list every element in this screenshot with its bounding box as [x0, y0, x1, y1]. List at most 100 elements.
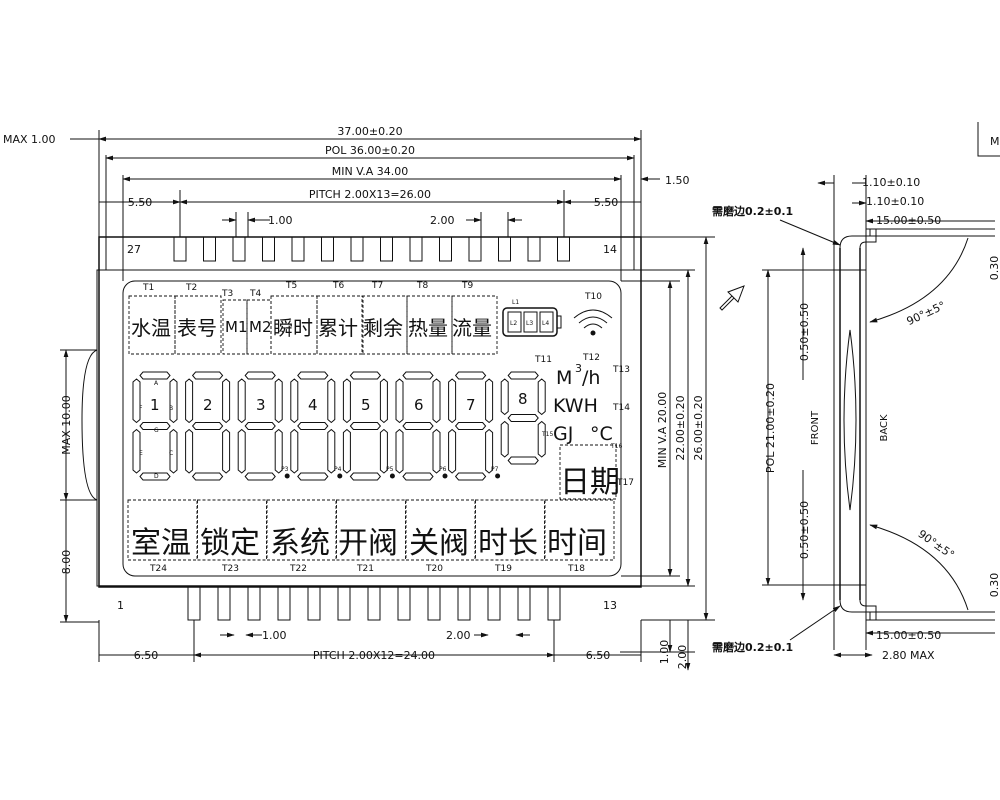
dim-left-height: 8.00: [60, 550, 73, 575]
segment: [191, 472, 224, 481]
segment: [454, 371, 487, 380]
segment: [237, 428, 246, 474]
unit-m3h-sup: 3: [575, 362, 582, 375]
char-m2: M2: [249, 318, 272, 336]
top-icon-box: [316, 295, 364, 355]
pin-label-27: 27: [127, 243, 141, 256]
bottom-icon-box: [127, 499, 198, 561]
top-pin: [262, 236, 275, 262]
label-t10: T10: [584, 292, 602, 302]
segment: [244, 371, 276, 380]
segment: [191, 371, 224, 380]
segment: [448, 428, 457, 474]
unit-riqi: 日期: [560, 465, 620, 500]
dim-view-area-height: MIN V.A 20.00: [656, 392, 669, 469]
seven-seg-digit: [395, 371, 441, 481]
segment: [349, 422, 382, 430]
pin-label-1: 1: [117, 599, 124, 612]
segment: [349, 472, 382, 481]
top-pin: [350, 236, 364, 262]
label-t9: T9: [461, 281, 473, 291]
dim-bottom-right-offset: 6.50: [586, 649, 611, 662]
label-t6: T6: [332, 281, 344, 291]
seg-b: B: [169, 405, 173, 412]
segment: [290, 428, 299, 474]
side-dim-d7: 0.30: [988, 573, 1000, 598]
point-p6: P6: [439, 466, 447, 473]
segment: [379, 428, 388, 474]
label-t11: T11: [534, 355, 552, 365]
side-angle-bottom: 90°±5°: [915, 527, 956, 561]
label-t24: T24: [149, 564, 167, 574]
label-t19: T19: [494, 564, 512, 574]
top-icon-box: [451, 295, 498, 355]
label-t7: T7: [371, 281, 383, 291]
segment: [432, 378, 441, 424]
segment: [132, 428, 141, 474]
char-shichang: 时长: [478, 526, 538, 561]
label-t22: T22: [289, 564, 307, 574]
dim-top-right-offset: 5.50: [594, 196, 619, 209]
top-pin: [321, 236, 334, 262]
dim-pin-pitch-bottom: 2.00: [446, 629, 471, 642]
segment: [432, 428, 441, 474]
segment: [395, 378, 404, 424]
segment: [349, 371, 382, 380]
segment: [537, 378, 546, 416]
bottom-icon-box: [266, 499, 337, 561]
char-shunshi: 瞬时: [273, 316, 313, 340]
battery-icon: L1 L2 L3 L4: [502, 299, 562, 337]
corner-label: M: [990, 135, 1000, 148]
top-pin: [439, 236, 452, 262]
unit-m3h-h: /h: [582, 367, 600, 389]
top-pin: [409, 236, 423, 262]
segment: [297, 371, 329, 380]
dim-bottom-left-offset: 6.50: [134, 649, 159, 662]
bottom-pins: [187, 585, 561, 621]
label-l3: L3: [526, 320, 533, 327]
top-icon-box: [361, 295, 408, 355]
label-t16: T16: [610, 443, 622, 450]
top-pin: [557, 236, 570, 262]
bottom-pin: [307, 585, 321, 621]
bottom-pin: [367, 585, 381, 621]
label-t17: T17: [616, 478, 634, 488]
char-liuliang: 流量: [452, 316, 492, 340]
side-dim-d4: 15.00±0.50: [876, 629, 941, 642]
segment: [454, 472, 487, 481]
signal-icon: [573, 309, 613, 336]
dim-pol-width: POL 36.00±0.20: [325, 144, 415, 157]
bottom-pin: [517, 585, 531, 621]
char-shijian: 时间: [547, 526, 607, 561]
side-note-bottom: 需磨边0.2±0.1: [712, 640, 793, 654]
decimal-point: [389, 473, 395, 479]
segment: [379, 378, 388, 424]
bottom-pin: [547, 585, 561, 621]
label-l2: L2: [510, 320, 517, 327]
seg-a: A: [154, 380, 159, 387]
dim-right-margin: 1.50: [665, 174, 690, 187]
side-back-label: BACK: [879, 414, 890, 442]
side-dim-d6: 0.30: [988, 256, 1000, 281]
side-edge-top: 0.50±0.50: [798, 303, 811, 361]
decimal-point: [495, 473, 501, 479]
side-dim-d3: 15.00±0.50: [876, 214, 941, 227]
segment: [244, 422, 276, 430]
bottom-pin: [247, 585, 261, 621]
segment: [169, 378, 178, 424]
segment: [395, 428, 404, 474]
label-t23: T23: [221, 564, 239, 574]
top-pin: [291, 236, 305, 262]
bottom-pin: [187, 585, 201, 621]
label-t12: T12: [582, 353, 600, 363]
label-t3: T3: [221, 289, 233, 299]
bottom-pin: [217, 585, 231, 621]
segment: [402, 472, 434, 481]
segment: [500, 420, 509, 458]
decimal-point: [442, 473, 448, 479]
seven-seg-digit: [237, 371, 283, 481]
char-suoding: 锁定: [200, 526, 260, 561]
dim-pin-width-top: 1.00: [268, 214, 293, 227]
dim-view-area-width: MIN V.A 34.00: [332, 165, 409, 178]
label-t5: T5: [285, 281, 297, 291]
